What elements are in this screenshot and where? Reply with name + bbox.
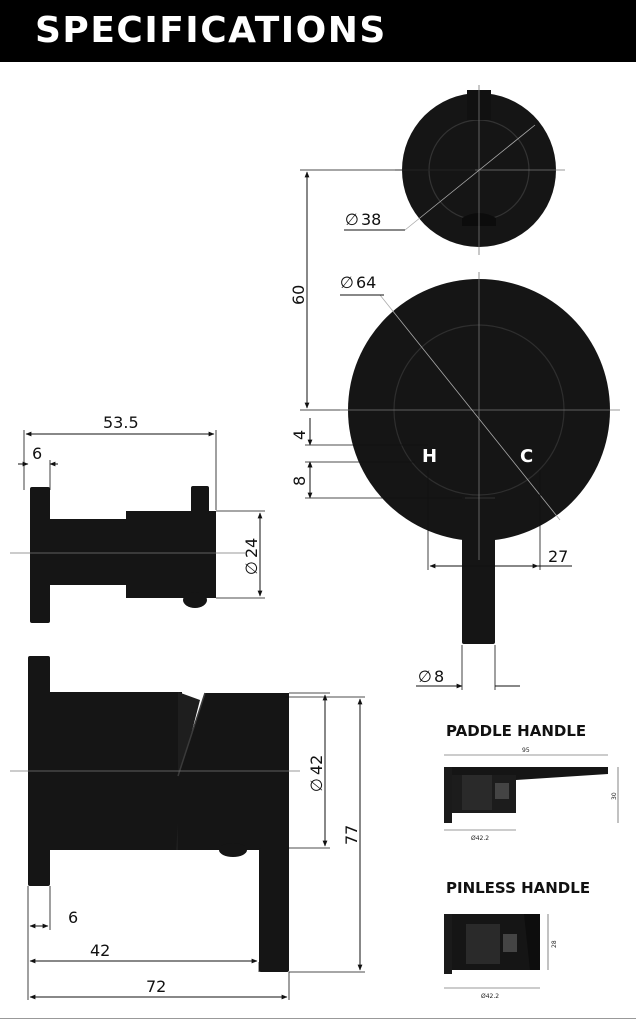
dim-dia-8: 8 — [434, 667, 444, 686]
dim-4: 4 — [290, 430, 309, 440]
dim-27: 27 — [548, 547, 568, 566]
paddle-handle-drawing — [444, 767, 608, 823]
dia-symbol-24: ∅ — [242, 561, 261, 575]
dim-dia-24: 24 — [242, 538, 261, 558]
paddle-dim-95: 95 — [522, 747, 530, 754]
dim-6-large: 6 — [68, 908, 78, 927]
side-view-large — [10, 656, 300, 972]
top-large-escutcheon — [340, 272, 620, 644]
pinless-dia-42-2: Ø42.2 — [481, 993, 499, 1000]
dim-dia-42: 42 — [307, 755, 326, 775]
hot-label: H — [422, 446, 437, 467]
dia-symbol-8: ∅ — [418, 667, 432, 686]
pinless-handle-title: PINLESS HANDLE — [446, 879, 590, 897]
dim-height-60: 60 — [289, 285, 308, 305]
paddle-dia-42-2: Ø42.2 — [471, 835, 489, 842]
side-view-small — [10, 486, 245, 623]
dim-42: 42 — [90, 941, 110, 960]
header-bar: SPECIFICATIONS — [0, 0, 636, 62]
paddle-handle-title: PADDLE HANDLE — [446, 722, 586, 740]
dim-72: 72 — [146, 977, 166, 996]
dim-77: 77 — [342, 825, 361, 845]
dim-53-5: 53.5 — [103, 413, 139, 432]
pinless-dim-28: 28 — [551, 940, 558, 948]
bottom-divider — [0, 1018, 636, 1019]
dim-8: 8 — [290, 476, 309, 486]
dim-6-small: 6 — [32, 444, 42, 463]
dia-symbol-64: ∅ — [340, 273, 354, 292]
dia-symbol-42: ∅ — [307, 778, 326, 792]
dim-dia-38: 38 — [361, 210, 381, 229]
paddle-dim-30: 30 — [611, 792, 618, 800]
pinless-handle-drawing — [444, 914, 540, 974]
dim-dia-64: 64 — [356, 273, 376, 292]
page-title: SPECIFICATIONS — [35, 10, 387, 51]
dia-symbol-38: ∅ — [345, 210, 359, 229]
cold-label: C — [520, 446, 533, 467]
